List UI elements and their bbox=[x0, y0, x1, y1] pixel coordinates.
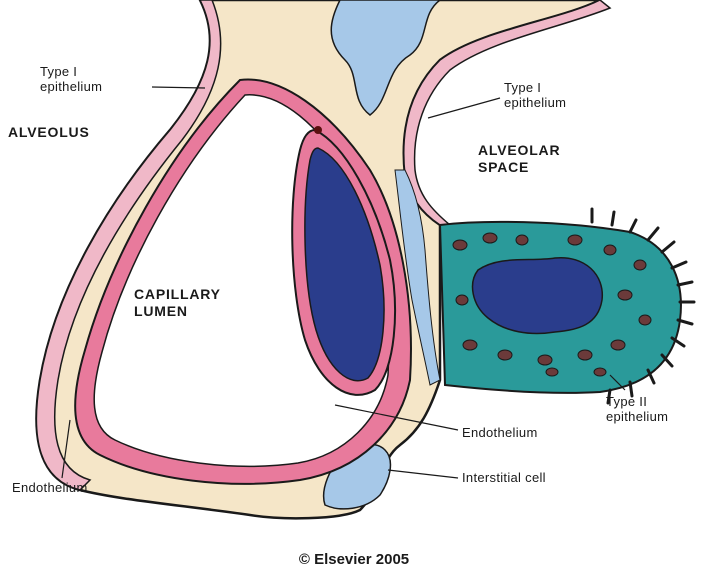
leader-interstitial-cell bbox=[388, 470, 458, 478]
label-endothelium-left: Endothelium bbox=[12, 480, 88, 495]
label-interstitial-cell: Interstitial cell bbox=[462, 470, 546, 485]
label-line: Type II bbox=[606, 394, 668, 409]
label-alveolus: ALVEOLUS bbox=[8, 124, 90, 141]
copyright: © Elsevier 2005 bbox=[0, 551, 708, 568]
label-type1-epithelium-right: Type I epithelium bbox=[504, 80, 566, 110]
label-line: CAPILLARY bbox=[134, 286, 221, 303]
label-alveolar-space: ALVEOLAR SPACE bbox=[478, 142, 560, 176]
label-line: SPACE bbox=[478, 159, 560, 176]
label-capillary-lumen: CAPILLARY LUMEN bbox=[134, 286, 221, 320]
label-line: Type I bbox=[504, 80, 566, 95]
type2-cell bbox=[440, 209, 694, 403]
label-endothelium-right: Endothelium bbox=[462, 425, 538, 440]
label-line: epithelium bbox=[606, 409, 668, 424]
label-line: epithelium bbox=[504, 95, 566, 110]
red-blood-dot bbox=[314, 126, 322, 134]
label-type2-epithelium: Type II epithelium bbox=[606, 394, 668, 424]
label-line: epithelium bbox=[40, 79, 102, 94]
label-line: ALVEOLAR bbox=[478, 142, 560, 159]
leader-type1-right bbox=[428, 98, 500, 118]
label-line: Type I bbox=[40, 64, 102, 79]
label-line: LUMEN bbox=[134, 303, 221, 320]
label-type1-epithelium-left: Type I epithelium bbox=[40, 64, 102, 94]
